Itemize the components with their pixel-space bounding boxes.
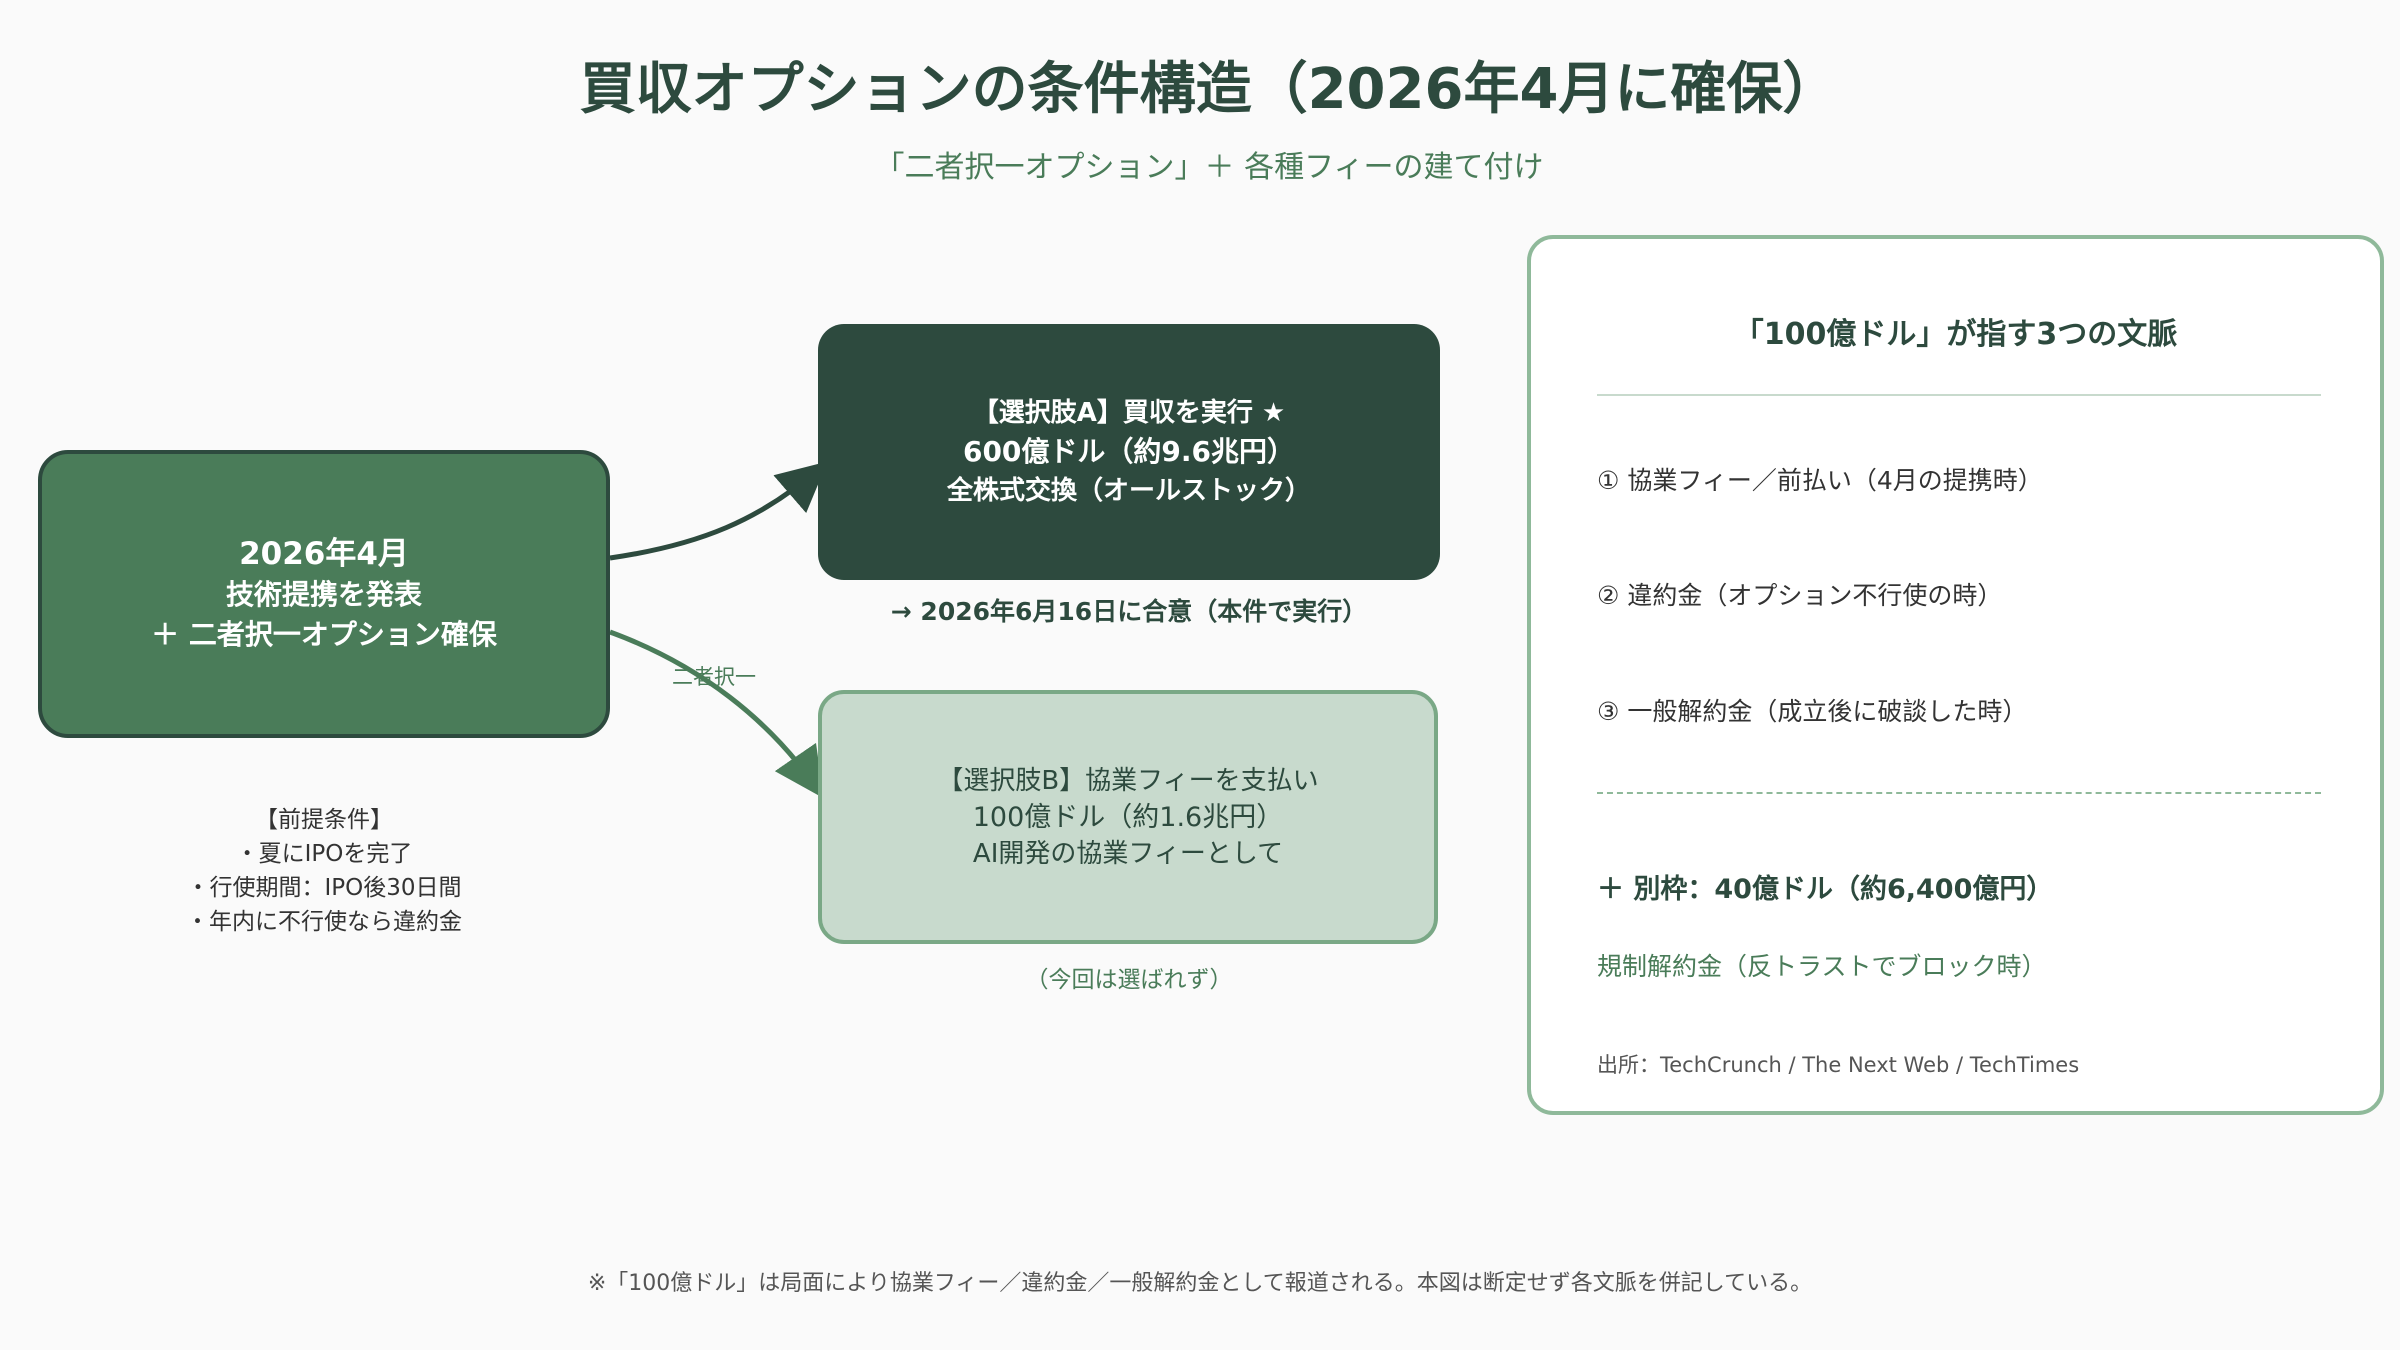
option-a-node: 【選択肢A】買収を実行 ★ 600億ドル（約9.6兆円） 全株式交換（オールスト… xyxy=(818,324,1440,580)
option-b-purpose: AI開発の協業フィーとして xyxy=(972,838,1284,869)
context-item-penalty: ② 違約金（オプション不行使の時） xyxy=(1597,581,2003,610)
option-b-node: 【選択肢B】協業フィーを支払い 100億ドル（約1.6兆円） AI開発の協業フィ… xyxy=(818,690,1438,944)
premise-item: ・行使期間：IPO後30日間 xyxy=(186,875,462,901)
start-node-april-2026: 2026年4月 技術提携を発表 ＋ 二者択一オプション確保 xyxy=(38,450,610,738)
option-a-label: 【選択肢A】買収を実行 ★ xyxy=(972,398,1286,428)
arrow-to-option-a xyxy=(609,461,828,561)
panel-dashed-divider xyxy=(1597,792,2321,794)
premise-item: ・年内に不行使なら違約金 xyxy=(186,909,462,935)
option-a-amount: 600億ドル（約9.6兆円） xyxy=(962,435,1296,468)
start-node-option: ＋ 二者択一オプション確保 xyxy=(151,618,497,651)
source-citation: 出所：TechCrunch / The Next Web / TechTimes xyxy=(1597,1053,2080,1077)
premise-conditions: 【前提条件】 ・夏にIPOを完了 ・行使期間：IPO後30日間 ・年内に不行使な… xyxy=(92,803,556,939)
option-b-note: （今回は選ばれず） xyxy=(1025,967,1233,993)
option-a-note: → 2026年6月16日に合意（本件で実行） xyxy=(890,597,1368,626)
premise-item: ・夏にIPOを完了 xyxy=(235,841,413,867)
start-node-event: 技術提携を発表 xyxy=(225,578,422,611)
option-b-amount: 100億ドル（約1.6兆円） xyxy=(972,801,1284,833)
context-item-fee: ① 協業フィー／前払い（4月の提携時） xyxy=(1597,466,2043,495)
premise-heading: 【前提条件】 xyxy=(255,807,393,833)
extra-fee-heading: ＋ 別枠：40億ドル（約6,400億円） xyxy=(1597,874,2054,905)
footnote: ※「100億ドル」は局面により協業フィー／違約金／一般解約金として報道される。本… xyxy=(587,1271,1813,1296)
option-b-label: 【選択肢B】協業フィーを支払い xyxy=(937,765,1319,796)
option-a-method: 全株式交換（オールストック） xyxy=(946,476,1311,506)
page-title: 買収オプションの条件構造（2026年4月に確保） xyxy=(579,57,1839,122)
extra-fee-description: 規制解約金（反トラストでブロック時） xyxy=(1597,952,2047,981)
context-panel: 「100億ドル」が指す3つの文脈 ① 協業フィー／前払い（4月の提携時） ② 違… xyxy=(1527,235,2384,1115)
context-panel-title: 「100億ドル」が指す3つの文脈 xyxy=(1733,317,2178,352)
context-item-termination: ③ 一般解約金（成立後に破談した時） xyxy=(1597,697,2028,726)
panel-divider xyxy=(1597,394,2321,396)
edge-label-either-or: 二者択一 xyxy=(672,665,756,689)
start-node-date: 2026年4月 xyxy=(239,536,409,572)
arrow-to-option-b xyxy=(609,629,824,799)
page-subtitle: 「二者択一オプション」＋ 各種フィーの建て付け xyxy=(874,150,1544,185)
